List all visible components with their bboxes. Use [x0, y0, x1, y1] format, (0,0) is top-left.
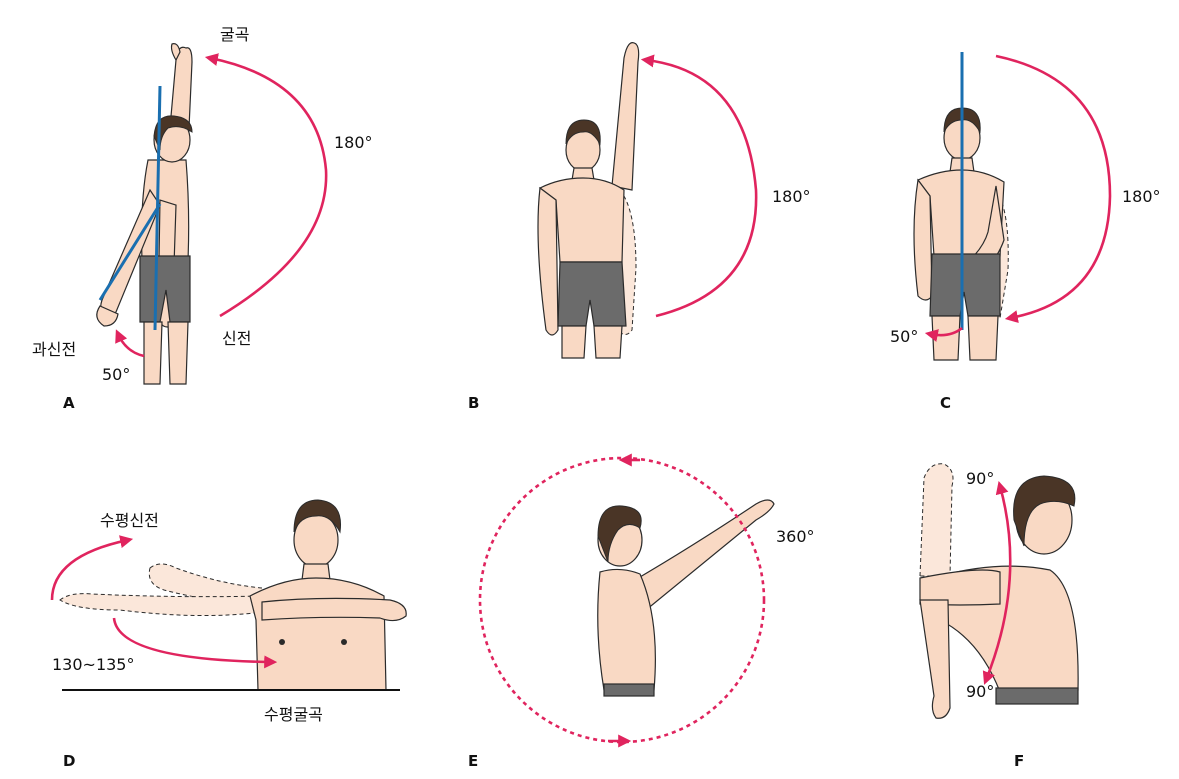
label-c-angle-180: 180°: [1122, 187, 1161, 206]
figure-d-front-view: [59, 499, 407, 691]
panel-letter-e: E: [468, 752, 478, 770]
arrow-b-abduction: [640, 54, 758, 318]
figure-f-side-view: [919, 463, 1079, 719]
figure-a-side-view: [96, 43, 193, 385]
label-b-angle-180: 180°: [772, 187, 811, 206]
arrow-d-horizontal-extension: [50, 535, 134, 601]
panel-b: 180° B: [468, 42, 811, 412]
panel-letter-f: F: [1014, 752, 1024, 770]
label-extension: 신전: [222, 329, 251, 348]
label-c-angle-50: 50°: [890, 327, 918, 346]
arrow-a-flexion: [204, 53, 328, 318]
label-horizontal-flexion: 수평굴곡: [264, 705, 323, 724]
panel-letter-a: A: [63, 394, 75, 412]
panel-e: 360° E: [468, 453, 815, 770]
label-hyperextension: 과신전: [32, 340, 76, 359]
panel-letter-b: B: [468, 394, 479, 412]
label-f-angle-top: 90°: [966, 469, 994, 488]
figure-b-front-view: [537, 42, 640, 359]
panel-c: 180° 50° C: [890, 52, 1161, 412]
figure-c-front-view: [913, 107, 1009, 361]
figure-e-side-view: [597, 499, 775, 697]
label-e-angle-360: 360°: [776, 527, 815, 546]
panel-f: 90° 90° F: [919, 463, 1079, 770]
panel-d: 수평신전 130~135° 수평굴곡 D: [50, 499, 407, 770]
arrow-e-circumduction: [478, 456, 766, 744]
arrow-c-large: [995, 54, 1112, 323]
label-a-angle-50: 50°: [102, 365, 130, 384]
label-a-angle-180: 180°: [334, 133, 373, 152]
panel-letter-c: C: [940, 394, 951, 412]
arrow-a-hyperextension: [115, 329, 145, 358]
panel-letter-d: D: [63, 752, 75, 770]
label-horizontal-extension: 수평신전: [100, 511, 159, 530]
panel-a: 굴곡 신전 과신전 180° 50° A: [32, 25, 373, 412]
arrow-f-rotation: [982, 480, 1012, 685]
label-flexion: 굴곡: [220, 25, 249, 44]
guide-line-a-arm: [98, 203, 162, 301]
arrow-d-horizontal-flexion: [112, 617, 278, 669]
arrow-c-small: [924, 326, 963, 342]
label-f-angle-bottom: 90°: [966, 682, 994, 701]
label-d-angle: 130~135°: [52, 655, 134, 674]
